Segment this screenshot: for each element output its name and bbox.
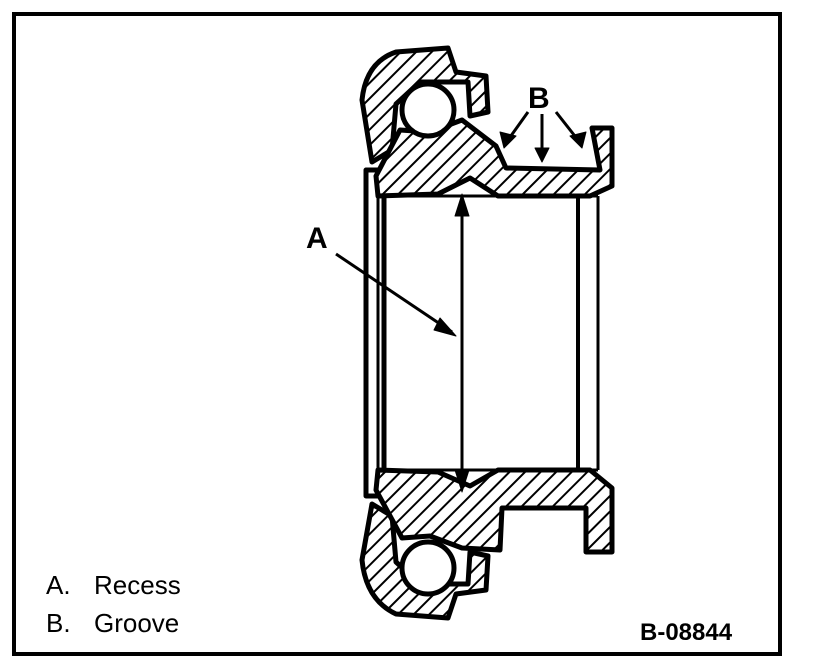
ball-top (399, 81, 457, 139)
leader-b-right-arrowhead (569, 131, 587, 149)
left-shield (363, 167, 387, 499)
legend-item-b-key: B. (46, 608, 71, 638)
leader-b-middle-arrowhead (534, 147, 550, 163)
legend-item-a-text: Recess (94, 570, 181, 600)
callout-a: A (306, 222, 328, 255)
bearing-drawing (335, 45, 615, 621)
figure-id: B-08844 (640, 619, 733, 646)
legend-item-b-text: Groove (94, 608, 179, 638)
recess-arrowhead-bottom (454, 469, 470, 493)
leader-a (335, 252, 453, 334)
ball-bottom (399, 539, 457, 597)
callout-b: B (528, 82, 550, 115)
inner-race-bottom (373, 467, 615, 555)
legend-item-a-key: A. (46, 570, 71, 600)
legend: A. Recess B. Groove (46, 570, 181, 638)
leader-a-arrowhead (433, 317, 457, 337)
recess-arrowhead-top (454, 193, 470, 217)
leader-b-left-arrowhead (499, 131, 517, 149)
